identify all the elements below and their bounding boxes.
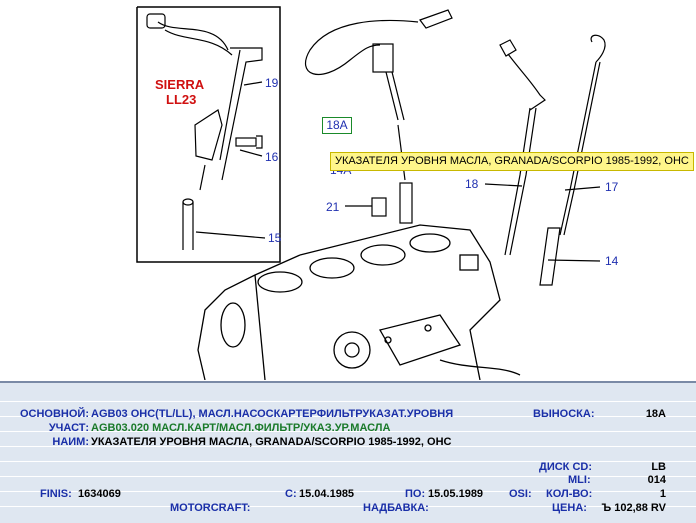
osi-label: OSI: xyxy=(509,488,532,500)
mli-label: MLI: xyxy=(568,474,591,486)
callout-21[interactable]: 21 xyxy=(326,200,340,214)
callout-19[interactable]: 19 xyxy=(265,76,279,90)
inset-label-ll23: LL23 xyxy=(166,92,196,107)
callout-label: ВЫНОСКА: xyxy=(533,408,595,420)
finis-label: FINIS: xyxy=(40,488,72,500)
name-value: УКАЗАТЕЛЯ УРОВНЯ МАСЛА, GRANADA/SCORPIO … xyxy=(91,436,452,448)
callout-value: 18A xyxy=(645,408,666,420)
to-value: 15.05.1989 xyxy=(428,488,484,500)
section-label: УЧАСТ: xyxy=(48,422,89,434)
to-label: ПО: xyxy=(405,488,426,500)
price-value: Ъ 102,88 RV xyxy=(601,502,666,514)
sierra-inset xyxy=(136,6,281,263)
markup-label: НАДБАВКА: xyxy=(363,502,429,514)
main-group-value: AGB03 OHC(TL/LL), МАСЛ.НАСОСКАРТЕРФИЛЬТР… xyxy=(91,408,454,420)
from-value: 15.04.1985 xyxy=(299,488,355,500)
finis-value: 1634069 xyxy=(78,488,121,500)
disk-value: LB xyxy=(651,461,666,473)
callout-18[interactable]: 18 xyxy=(465,177,479,191)
motorcraft-label: MOTORCRAFT: xyxy=(170,502,251,514)
engine-block xyxy=(197,224,521,380)
part-tooltip: УКАЗАТЕЛЯ УРОВНЯ МАСЛА, GRANADA/SCORPIO … xyxy=(330,152,694,171)
callout-15[interactable]: 15 xyxy=(268,231,282,245)
price-label: ЦЕНА: xyxy=(552,502,587,514)
callout-14[interactable]: 14 xyxy=(605,254,619,268)
mli-value: 014 xyxy=(647,474,666,486)
qty-label: КОЛ-ВО: xyxy=(546,488,593,500)
callout-16[interactable]: 16 xyxy=(265,150,279,164)
name-label: НАИМ: xyxy=(52,436,89,448)
callout-17[interactable]: 17 xyxy=(605,180,619,194)
qty-value: 1 xyxy=(659,488,666,500)
inset-label-sierra: SIERRA xyxy=(155,77,205,92)
section-value: AGB03.020 МАСЛ.КАРТ/МАСЛ.ФИЛЬТР/УКАЗ.УР.… xyxy=(91,422,391,434)
dipsticks-right xyxy=(484,34,606,286)
disk-label: ДИСК CD: xyxy=(539,461,593,473)
selected-callout-18a[interactable]: 18A xyxy=(322,117,352,134)
main-group-label: ОСНОВНОЙ: xyxy=(19,408,89,420)
from-label: С: xyxy=(285,488,297,500)
parts-diagram[interactable]: SIERRA LL23 19 16 15 14A 21 18 17 14 xyxy=(0,0,696,380)
part-info-panel: ОСНОВНОЙ: AGB03 OHC(TL/LL), МАСЛ.НАСОСКА… xyxy=(0,381,696,523)
